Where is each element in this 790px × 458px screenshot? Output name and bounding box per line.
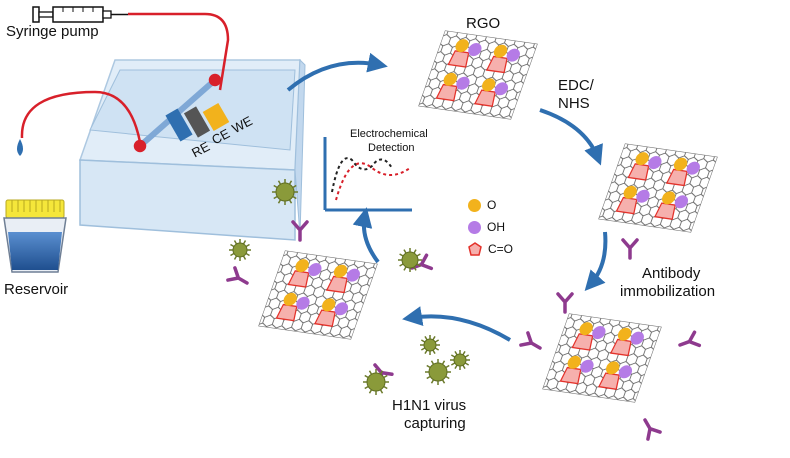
oxygen-dot-icon	[482, 78, 496, 92]
virus-icon	[272, 179, 298, 205]
hydroxyl-dot-icon	[468, 220, 481, 234]
hydroxyl-dot-icon	[636, 189, 650, 203]
oxygen-dot-icon	[617, 327, 632, 341]
hydroxyl-dot-icon	[506, 48, 520, 62]
carbonyl-pentagon-icon	[597, 372, 620, 390]
oxygen-dot-icon	[606, 361, 620, 375]
virus-icon	[450, 350, 470, 370]
carbonyl-pentagon-icon	[627, 163, 650, 181]
reservoir-icon	[3, 139, 67, 273]
oxygen-dot-icon	[455, 39, 469, 53]
oxygen-dot-icon	[673, 157, 688, 171]
edc-nhs-label-2: NHS	[558, 95, 590, 112]
arrow-capture-to-detection	[352, 207, 380, 264]
oxygen-dot-icon	[333, 264, 348, 278]
hydroxyl-dot-icon	[346, 268, 360, 282]
arrow-rgo-to-edc	[539, 108, 603, 166]
antibody-icon	[643, 418, 662, 441]
legend-carbonyl: C=O	[468, 242, 513, 256]
oxygen-dot-icon	[579, 322, 593, 336]
detection-label-2: Detection	[368, 142, 415, 154]
virus-captured-sheet	[258, 250, 378, 340]
h1n1-label-1: H1N1 virus	[392, 397, 467, 414]
carbonyl-pentagon-icon	[653, 202, 676, 220]
legend-hydroxyl: OH	[468, 220, 505, 234]
rgo-label: RGO	[466, 15, 501, 32]
carbonyl-pentagon-icon	[665, 168, 688, 187]
virus-icon	[363, 369, 389, 395]
carbonyl-pentagon-icon	[571, 333, 594, 351]
oxygen-dot-icon	[468, 198, 481, 212]
carbonyl-pentagon-icon	[468, 242, 482, 256]
chart-icon	[323, 137, 412, 212]
process-arrows	[286, 52, 608, 342]
hydroxyl-dot-icon	[630, 331, 644, 345]
carbonyl-pentagon-icon	[559, 366, 582, 385]
hydroxyl-dot-icon	[580, 359, 594, 373]
hydroxyl-dot-icon	[618, 365, 633, 379]
oxygen-dot-icon	[662, 191, 676, 205]
arrow-chip-to-rgo	[286, 52, 388, 92]
carbonyl-pentagon-icon	[447, 50, 470, 68]
oxygen-dot-icon	[322, 298, 336, 312]
hydroxyl-dot-icon	[308, 263, 322, 277]
hydroxyl-dot-icon	[494, 82, 509, 96]
antibody-icon	[556, 292, 574, 314]
oxygen-dot-icon	[283, 292, 297, 306]
virus-icon	[425, 359, 451, 385]
oxygen-dot-icon	[443, 72, 457, 86]
hydroxyl-dot-icon	[456, 76, 470, 90]
droplet-icon	[17, 139, 23, 156]
virus-icon	[420, 335, 440, 355]
hydroxyl-dot-icon	[686, 161, 700, 175]
nhs-activated-sheet	[598, 143, 718, 233]
antibody-icon	[678, 330, 702, 348]
rgo-sheet	[418, 30, 538, 120]
oxygen-dot-icon	[295, 259, 309, 273]
syringe-icon	[32, 6, 128, 23]
legend-oxygen: O	[468, 198, 496, 212]
hydroxyl-dot-icon	[592, 326, 606, 340]
hydroxyl-dot-icon	[296, 296, 310, 310]
arrow-antibody-to-capture	[402, 306, 512, 342]
oxygen-dot-icon	[567, 355, 581, 369]
antibody-label-1: Antibody	[642, 265, 701, 282]
hydroxyl-dot-icon	[334, 302, 349, 316]
virus-icon	[398, 248, 422, 272]
reservoir-label: Reservoir	[4, 281, 69, 298]
edc-nhs-label-1: EDC/	[558, 77, 594, 94]
hydroxyl-dot-icon	[674, 195, 689, 209]
antibody-icon	[519, 331, 542, 350]
carbonyl-pentagon-icon	[609, 338, 632, 357]
oxygen-dot-icon	[493, 44, 508, 58]
detection-label-1: Electrochemical	[350, 128, 428, 140]
arrow-edc-to-antibody	[584, 231, 608, 291]
carbonyl-pentagon-icon	[313, 309, 336, 327]
carbonyl-pentagon-icon	[485, 55, 508, 74]
antibody-icon	[621, 238, 639, 260]
oxygen-dot-icon	[623, 185, 637, 199]
antibody-icon	[291, 220, 309, 242]
virus-icon	[229, 239, 251, 261]
h1n1-label-2: capturing	[404, 415, 466, 432]
carbonyl-pentagon-icon	[287, 270, 310, 288]
carbonyl-pentagon-icon	[325, 275, 348, 294]
hydroxyl-dot-icon	[468, 43, 482, 57]
tubing	[20, 12, 230, 153]
carbonyl-pentagon-icon	[275, 303, 298, 322]
antibody-icon	[226, 266, 249, 285]
carbonyl-pentagon-icon	[473, 89, 496, 107]
antibody-sheet	[542, 313, 662, 403]
carbonyl-pentagon-icon	[615, 196, 638, 215]
hydroxyl-dot-icon	[648, 156, 662, 170]
carbonyl-pentagon-icon	[435, 83, 458, 102]
antibody-label-2: immobilization	[620, 283, 716, 300]
syringe-pump-label: Syringe pump	[6, 23, 99, 40]
oxygen-dot-icon	[635, 152, 649, 166]
